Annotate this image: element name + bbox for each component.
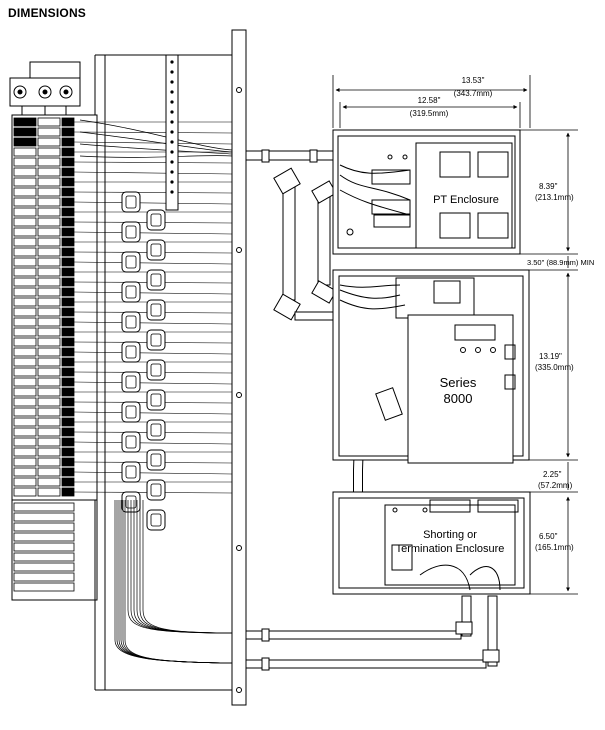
shorting-enclosure xyxy=(332,491,531,595)
series-8000-enclosure xyxy=(332,269,530,464)
terminal-block-rows xyxy=(13,117,233,592)
gap2-mm: (57.2mm) xyxy=(538,481,573,490)
pt-height-in: 8.39" xyxy=(539,182,558,191)
mounting-wall xyxy=(231,29,247,706)
series-label-line1: Series xyxy=(440,375,477,390)
bus-strip xyxy=(165,54,179,211)
inner-width-in: 12.58" xyxy=(418,96,441,105)
gap-min: 3.50" (88.9mm) MIN xyxy=(527,258,594,267)
shorting-height-in: 6.50" xyxy=(539,532,558,541)
page-title: DIMENSIONS xyxy=(8,6,87,20)
conduits xyxy=(245,149,500,671)
dimension-lines xyxy=(332,75,578,595)
series-height-in: 13.19" xyxy=(539,352,562,361)
pt-height-mm: (213.1mm) xyxy=(535,193,574,202)
pt-enclosure xyxy=(332,129,521,255)
gap2-in: 2.25" xyxy=(543,470,562,479)
shorting-label-line2: Termination Enclosure xyxy=(396,543,505,555)
shorting-label-line1: Shorting or xyxy=(423,529,477,541)
series-label-line2: 8000 xyxy=(444,391,473,406)
overall-width-in: 13.53" xyxy=(462,76,485,85)
series-height-mm: (335.0mm) xyxy=(535,363,574,372)
pt-enclosure-label: PT Enclosure xyxy=(433,194,499,206)
inner-width-mm: (319.5mm) xyxy=(410,109,449,118)
overall-width-mm: (343.7mm) xyxy=(454,89,493,98)
shorting-height-mm: (165.1mm) xyxy=(535,543,574,552)
